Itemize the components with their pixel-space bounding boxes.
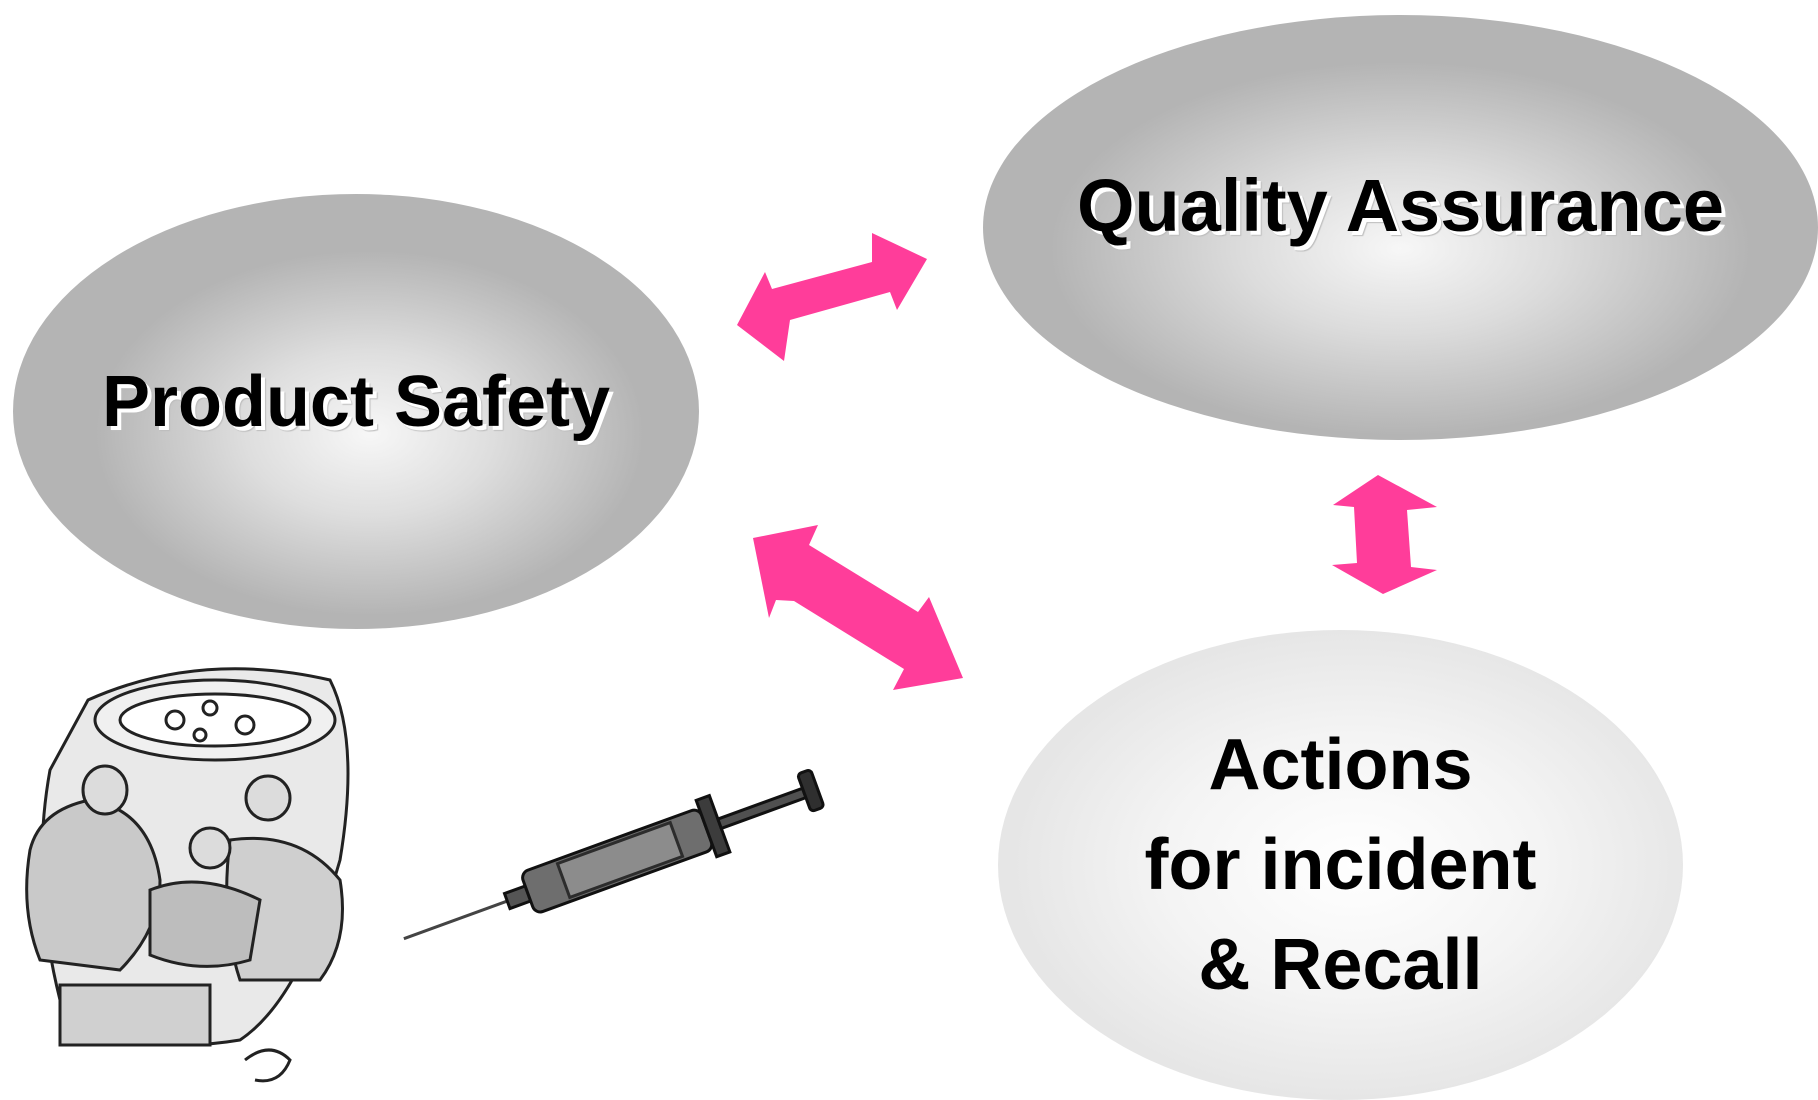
product-safety-node: Product Safety [13,194,699,629]
arrow-ps-qa [737,233,927,361]
actions-incident-recall-node: Actions for incident & Recall [998,630,1683,1100]
actions-label: Actions for incident & Recall [1145,715,1537,1015]
arrow-qa-actions [1332,475,1437,594]
actions-label-line-2: for incident [1144,825,1537,905]
quality-assurance-label: Quality Assurance [1076,163,1725,247]
actions-label-line-3: & Recall [1198,925,1483,1005]
actions-label-line-1: Actions [1208,725,1473,805]
surgery-team-clipart [25,667,350,1083]
product-safety-label: Product Safety [101,361,611,442]
arrow-ps-actions [753,525,963,690]
quality-assurance-node: Quality Assurance [983,15,1818,440]
syringe-clipart [403,769,825,941]
